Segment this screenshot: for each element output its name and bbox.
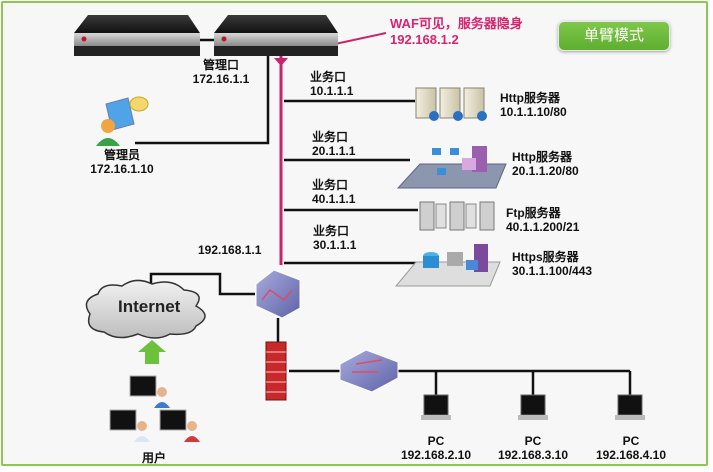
http-server-icon bbox=[415, 87, 487, 121]
pc-title: PC bbox=[524, 434, 542, 448]
pc-icon bbox=[615, 394, 645, 420]
mgmt-port-label: 管理口 172.16.1.1 bbox=[186, 58, 256, 86]
business-port-3: 业务口 40.1.1.1 bbox=[312, 178, 355, 206]
pc-ip: 192.168.2.10 bbox=[400, 448, 472, 462]
mgmt-port-ip: 172.16.1.1 bbox=[192, 72, 250, 86]
mgmt-port-title: 管理口 bbox=[202, 58, 239, 72]
waf-note-ip: 192.168.1.2 bbox=[390, 32, 459, 47]
pc-title: PC bbox=[622, 434, 640, 448]
users-label: 用户 bbox=[141, 451, 166, 465]
internet-cloud-icon bbox=[85, 279, 206, 339]
business-port-title: 业务口 bbox=[312, 178, 349, 192]
pc-title: PC bbox=[427, 434, 445, 448]
ftp-server-icon bbox=[419, 201, 495, 231]
admin-icon bbox=[96, 96, 149, 146]
business-port-2: 业务口 20.1.1.1 bbox=[312, 130, 355, 158]
gateway-ip: 192.168.1.1 bbox=[198, 243, 262, 257]
admin-title: 管理员 bbox=[103, 148, 140, 162]
business-port-title: 业务口 bbox=[312, 130, 349, 144]
server-name: Http服务器 bbox=[500, 91, 560, 105]
users-group-icon bbox=[109, 375, 200, 442]
pc-ip: 192.168.4.10 bbox=[595, 448, 667, 462]
business-port-ip: 10.1.1.1 bbox=[310, 84, 354, 98]
pc-icon bbox=[518, 394, 548, 420]
business-port-4: 业务口 30.1.1.1 bbox=[313, 224, 356, 252]
connection-lines bbox=[135, 38, 632, 395]
business-port-1: 业务口 10.1.1.1 bbox=[310, 70, 353, 98]
server-addr: 20.1.1.20/80 bbox=[512, 164, 579, 178]
pc-label-1: PC 192.168.2.10 bbox=[396, 434, 476, 462]
business-port-ip: 40.1.1.1 bbox=[312, 192, 356, 206]
server-addr: 40.1.1.200/21 bbox=[506, 220, 580, 234]
server-addr: 30.1.1.100/443 bbox=[512, 264, 593, 278]
server-label-1: Http服务器 10.1.1.10/80 bbox=[500, 91, 567, 119]
core-switch-icon bbox=[255, 269, 301, 319]
http-server-lan-icon bbox=[396, 146, 507, 189]
trunk-connector bbox=[274, 58, 288, 66]
business-port-ip: 20.1.1.1 bbox=[312, 144, 356, 158]
server-name: Ftp服务器 bbox=[506, 206, 561, 220]
mode-badge: 单臂模式 bbox=[558, 21, 670, 51]
waf-note-line1: WAF可见，服务器隐身 bbox=[390, 16, 523, 31]
pc-icon bbox=[421, 394, 451, 420]
server-name: Http服务器 bbox=[512, 150, 572, 164]
server-addr: 10.1.1.10/80 bbox=[500, 105, 567, 119]
pc-label-2: PC 192.168.3.10 bbox=[493, 434, 573, 462]
business-port-title: 业务口 bbox=[313, 224, 350, 238]
server-name: Https服务器 bbox=[512, 250, 579, 264]
waf-note: WAF可见，服务器隐身 192.168.1.2 bbox=[390, 16, 523, 48]
business-port-ip: 30.1.1.1 bbox=[313, 238, 357, 252]
access-switch-icon bbox=[339, 349, 399, 393]
server-label-2: Http服务器 20.1.1.20/80 bbox=[512, 150, 579, 178]
waf-trunk-line bbox=[279, 32, 387, 265]
admin-ip: 172.16.1.10 bbox=[90, 162, 154, 176]
pc-ip: 192.168.3.10 bbox=[497, 448, 569, 462]
diagram-frame bbox=[1, 1, 708, 466]
pc-label-3: PC 192.168.4.10 bbox=[591, 434, 671, 462]
admin-label: 管理员 172.16.1.10 bbox=[82, 148, 162, 176]
business-port-title: 业务口 bbox=[310, 70, 347, 84]
upload-arrow-icon bbox=[138, 340, 166, 364]
waf-appliance-left bbox=[74, 15, 200, 56]
waf-appliance-right bbox=[214, 15, 338, 56]
server-label-3: Ftp服务器 40.1.1.200/21 bbox=[506, 206, 579, 234]
internet-label: Internet bbox=[118, 297, 181, 316]
https-server-icon bbox=[394, 244, 501, 287]
server-label-4: Https服务器 30.1.1.100/443 bbox=[512, 250, 592, 278]
firewall-icon bbox=[265, 341, 287, 401]
